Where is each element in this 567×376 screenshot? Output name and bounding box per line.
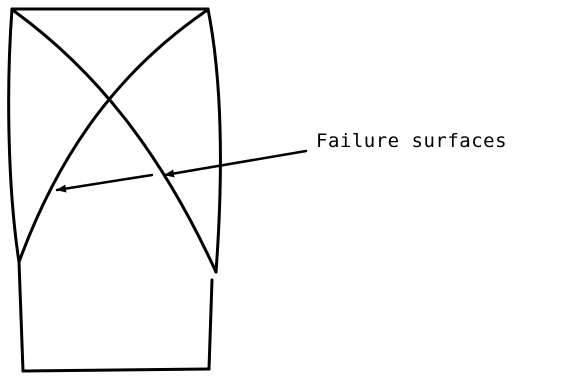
- callout-arrow-to-left-surface: [55, 173, 154, 193]
- specimen-lower-left-side: [17, 260, 25, 373]
- specimen-right-bulged-side: [206, 7, 222, 274]
- specimen-left-bulged-side: [7, 7, 21, 264]
- failure-surfaces-label: Failure surfaces: [316, 130, 508, 152]
- callout-arrow-to-right-surface: [163, 149, 308, 178]
- specimen-lower-right-side: [207, 278, 214, 371]
- failure-surface-left-to-right: [12, 9, 218, 274]
- specimen-bottom-edge: [21, 367, 211, 373]
- failure-surface-right-to-left: [17, 9, 208, 264]
